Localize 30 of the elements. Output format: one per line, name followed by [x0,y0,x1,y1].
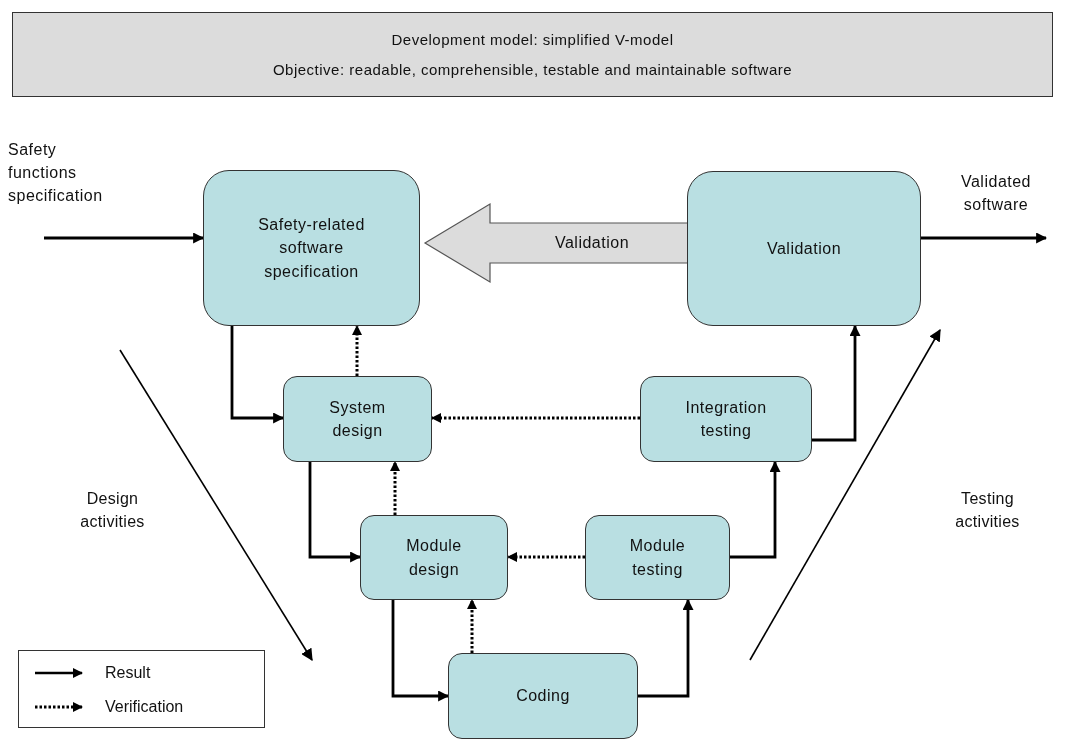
arrow [352,325,362,376]
legend-text: Result [105,664,151,682]
arrow [467,599,477,653]
process-box: Safety-related software specification [203,170,420,326]
header-band [12,12,1053,97]
process-box: Module testing [585,515,730,600]
side-label: Design activities [79,489,146,533]
arrow [390,461,400,515]
process-box: Coding [448,653,638,739]
arrow [230,326,285,424]
arrow [638,598,694,698]
process-box: Validation [687,171,921,326]
process-box: Integration testing [640,376,812,462]
legend-text: Verification [105,698,184,716]
process-box: Module design [360,515,508,600]
arrow [921,232,1048,244]
arrow [507,552,585,562]
heading-text: Development model: simplified V-model [391,29,674,50]
arrow [391,600,450,702]
flow-label: Validated software [930,170,1062,228]
flow-label: Safety functions specification [8,138,128,226]
process-box: System design [283,376,432,462]
arrow [812,324,861,442]
arrow [308,462,362,563]
side-label: Testing activities [954,489,1021,533]
arrow [431,413,640,423]
arrow [730,460,781,559]
edge-label: Validation [554,234,630,252]
heading-text: Objective: readable, comprehensible, testable and maintainable software [272,59,793,80]
arrow [44,232,205,244]
